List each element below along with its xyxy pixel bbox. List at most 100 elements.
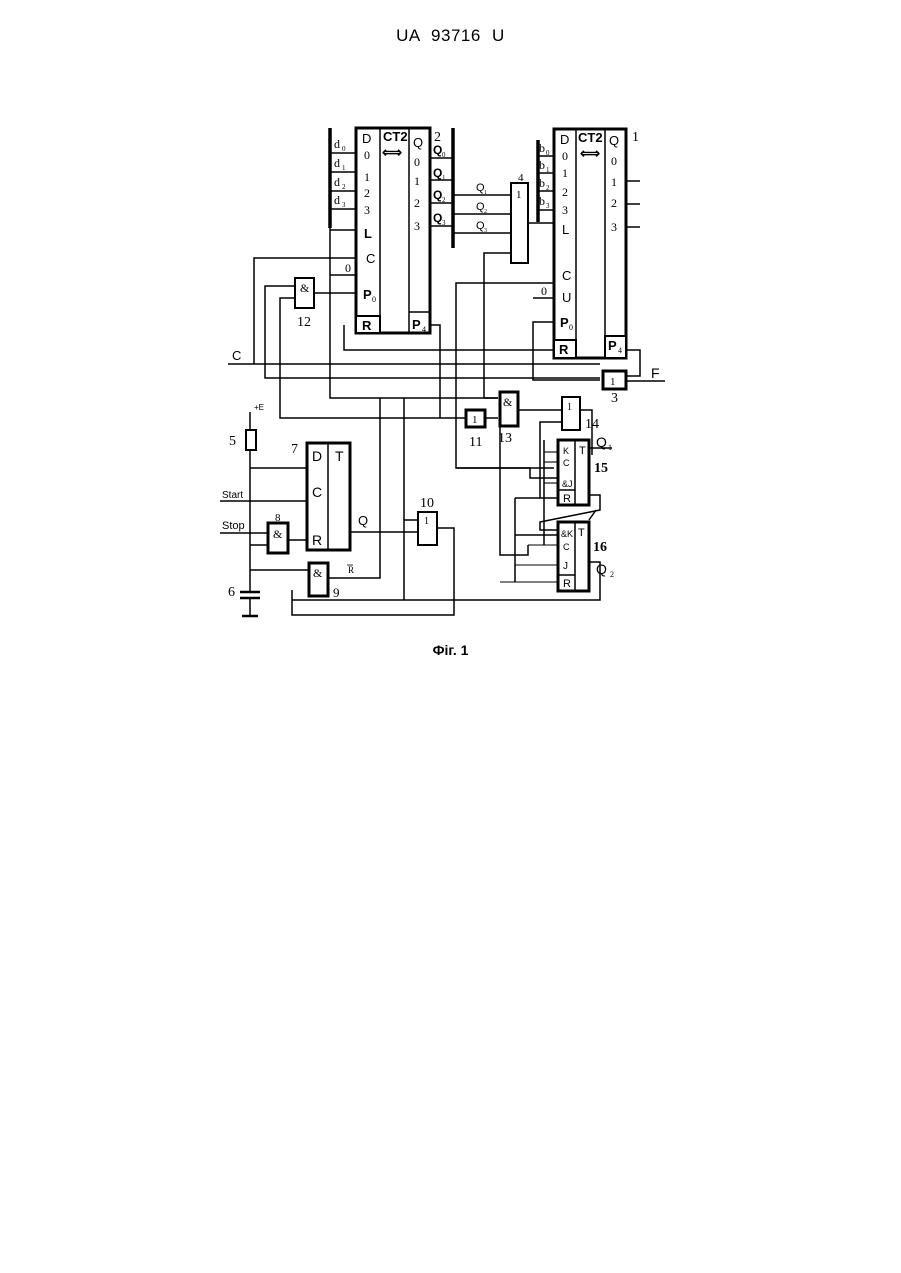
svg-text:C: C: [366, 251, 375, 266]
svg-text:0: 0: [342, 145, 346, 153]
svg-text:&: &: [273, 527, 283, 541]
svg-text:Start: Start: [222, 490, 243, 501]
svg-text:4: 4: [422, 325, 426, 334]
svg-text:2: 2: [364, 186, 370, 200]
svg-text:Q: Q: [433, 211, 442, 225]
svg-text:R: R: [362, 318, 372, 333]
svg-text:&: &: [503, 395, 513, 409]
svg-text:9: 9: [333, 585, 340, 600]
svg-text:0: 0: [345, 261, 351, 275]
svg-text:Q: Q: [433, 166, 442, 180]
svg-text:P: P: [363, 287, 372, 302]
svg-text:d: d: [334, 175, 340, 189]
svg-text:+E: +E: [254, 403, 264, 412]
svg-text:1: 1: [414, 174, 420, 188]
svg-text:0: 0: [364, 148, 370, 162]
and-gate-12: & 12: [265, 278, 600, 418]
svg-text:0: 0: [372, 295, 376, 304]
svg-text:5: 5: [229, 434, 236, 449]
svg-text:1: 1: [364, 170, 370, 184]
svg-text:4: 4: [518, 172, 524, 184]
svg-text:⟺: ⟺: [382, 146, 402, 161]
svg-text:Q: Q: [413, 135, 423, 150]
svg-text:2: 2: [414, 196, 420, 210]
ct2-label: CT2: [383, 129, 408, 144]
figure-caption: Фіг. 1: [0, 642, 901, 658]
svg-text:3: 3: [342, 201, 346, 209]
svg-text:Stop: Stop: [222, 520, 245, 532]
svg-text:6: 6: [228, 585, 235, 600]
svg-text:C: C: [312, 484, 322, 500]
svg-text:U: U: [562, 290, 571, 305]
svg-text:16: 16: [593, 540, 607, 555]
svg-text:R: R: [312, 532, 322, 548]
svg-text:0: 0: [562, 149, 568, 163]
svg-text:2: 2: [610, 570, 614, 579]
svg-text:3: 3: [562, 203, 568, 217]
svg-text:b: b: [539, 194, 545, 208]
svg-text:3: 3: [484, 228, 487, 234]
svg-text:15: 15: [594, 461, 608, 476]
counter-2: CT2 ⟺ D 0 1 2 3 L C P 0 R Q 0 1 2 3 P 4 …: [330, 128, 453, 334]
svg-text:10: 10: [420, 496, 434, 511]
svg-text:1: 1: [484, 190, 487, 196]
svg-text:R: R: [563, 493, 571, 505]
svg-text:1: 1: [472, 414, 478, 426]
svg-text:0: 0: [569, 323, 573, 332]
svg-text:3: 3: [611, 220, 617, 234]
svg-text:d: d: [334, 193, 340, 207]
svg-text:2: 2: [611, 196, 617, 210]
svg-text:2: 2: [484, 209, 487, 215]
svg-text:⟺: ⟺: [580, 147, 600, 162]
svg-text:D: D: [312, 448, 322, 464]
svg-text:3: 3: [364, 203, 370, 217]
power-supply-rc: +E 5 6: [228, 403, 307, 616]
svg-text:L: L: [364, 226, 372, 241]
svg-text:2: 2: [562, 185, 568, 199]
svg-text:1: 1: [342, 164, 346, 172]
svg-text:3: 3: [546, 202, 550, 210]
svg-text:1: 1: [611, 175, 617, 189]
svg-text:7: 7: [291, 442, 298, 457]
svg-text:0: 0: [414, 155, 420, 169]
svg-text:&K: &K: [561, 529, 573, 539]
svg-text:3: 3: [414, 219, 420, 233]
svg-text:8: 8: [275, 512, 281, 524]
svg-text:1: 1: [632, 130, 639, 145]
svg-text:C: C: [562, 268, 571, 283]
svg-text:K: K: [563, 446, 569, 456]
svg-text:T: T: [335, 448, 344, 464]
svg-text:4: 4: [618, 346, 622, 355]
svg-text:1: 1: [516, 189, 522, 201]
svg-text:3: 3: [611, 391, 618, 406]
svg-text:D: D: [560, 132, 569, 147]
svg-text:11: 11: [469, 435, 482, 450]
svg-text:b: b: [539, 141, 545, 155]
svg-text:1: 1: [442, 174, 446, 182]
svg-text:P: P: [560, 315, 569, 330]
or-gate-3: 1 3: [603, 371, 626, 406]
svg-text:D: D: [362, 131, 371, 146]
svg-text:Q: Q: [609, 133, 619, 148]
svg-text:0: 0: [611, 154, 617, 168]
svg-text:d: d: [334, 156, 340, 170]
svg-text:&J: &J: [562, 479, 573, 489]
svg-text:2: 2: [342, 183, 346, 191]
svg-text:P: P: [412, 317, 421, 332]
and-gate-9: & 9 R: [250, 560, 380, 600]
svg-text:C: C: [563, 458, 570, 468]
and-gate-13: & 13: [498, 392, 562, 446]
svg-text:J: J: [563, 561, 568, 572]
svg-text:R: R: [563, 578, 571, 590]
svg-text:P: P: [608, 338, 617, 353]
svg-text:R: R: [559, 342, 569, 357]
svg-text:d: d: [334, 137, 340, 151]
svg-text:&: &: [300, 281, 310, 295]
and-gate-8: & 8 Stop Start: [220, 490, 307, 553]
svg-text:b: b: [539, 176, 545, 190]
svg-text:1: 1: [562, 166, 568, 180]
svg-text:C: C: [232, 348, 241, 363]
or-gate-11: 1 11: [466, 410, 498, 450]
svg-text:b: b: [539, 158, 545, 172]
